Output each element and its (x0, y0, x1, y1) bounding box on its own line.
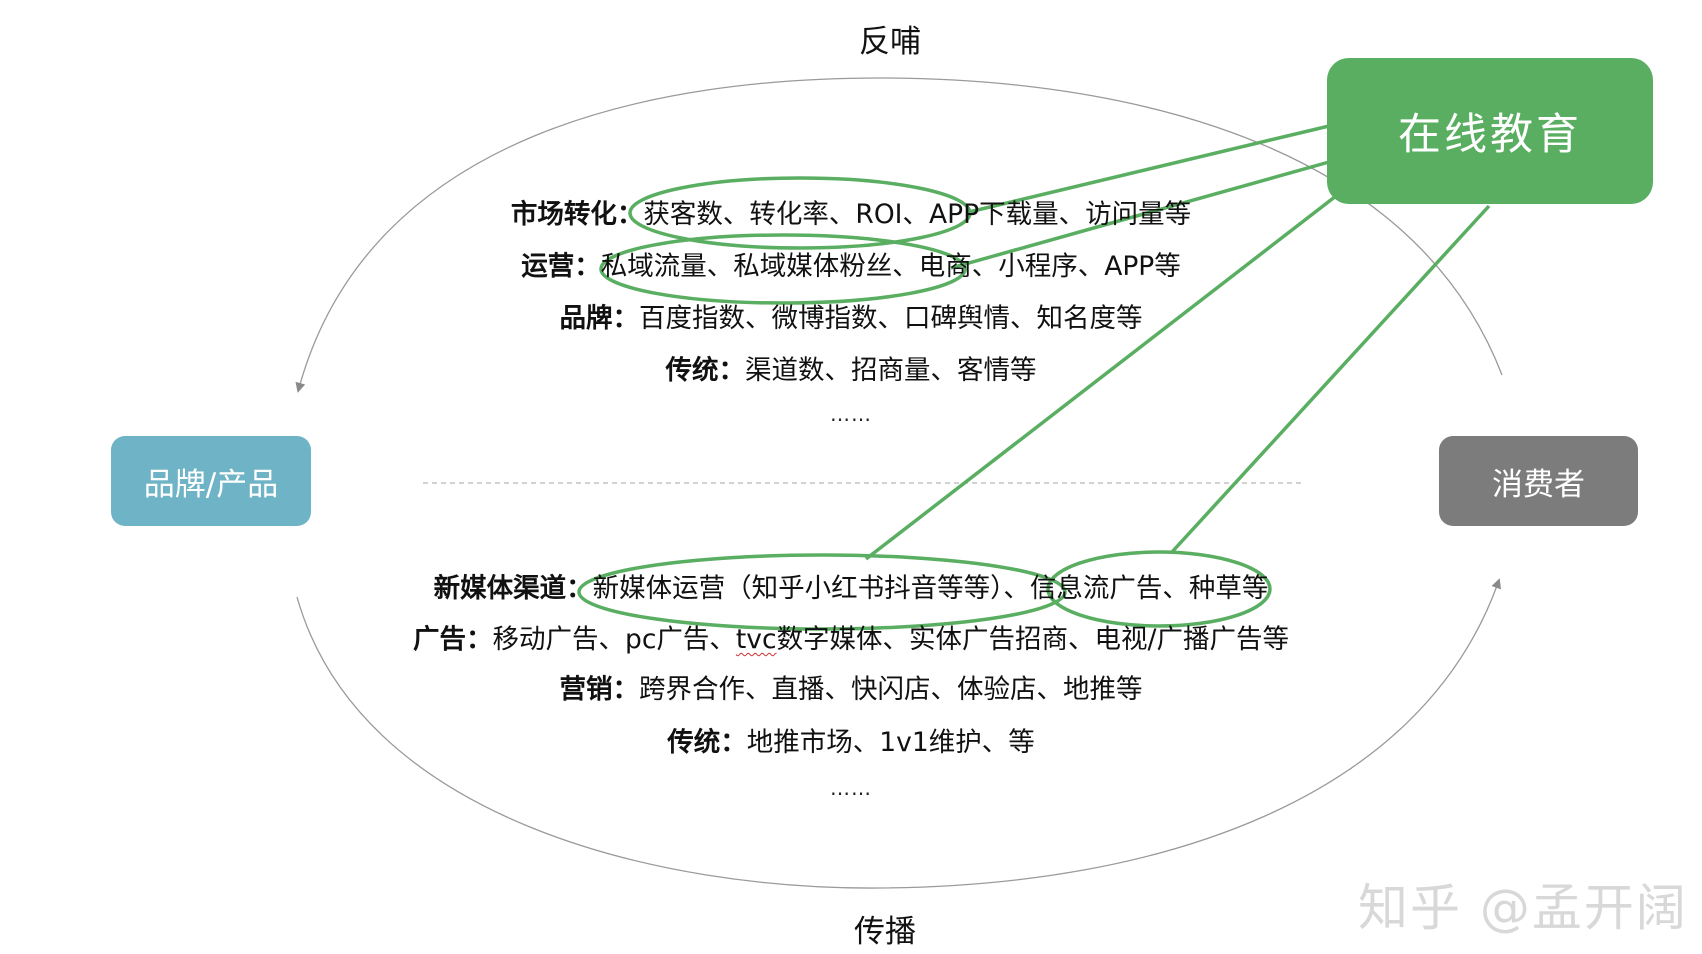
row-content: 百度指数、微博指数、口碑舆情、知名度等 (639, 303, 1143, 334)
spread-row-new-media: 新媒体渠道：新媒体运营（知乎小红书抖音等等）、信息流广告、种草等 (0, 572, 1702, 606)
row-title: 广告： (413, 624, 493, 655)
row-title: 市场转化： (510, 199, 644, 230)
row-title: 运营： (521, 251, 601, 282)
highlight-ellipse-private-domain (599, 233, 967, 305)
feedback-row-brand: 品牌：百度指数、微博指数、口碑舆情、知名度等 (0, 302, 1702, 336)
spread-row-marketing: 营销：跨界合作、直播、快闪店、体验店、地推等 (0, 673, 1702, 707)
row-content: 新媒体运营（知乎小红书抖音等等）、信息流广告、种草等 (592, 573, 1269, 604)
spread-arc (296, 578, 1502, 889)
highlight-ellipse-feed-ads (1046, 550, 1272, 628)
watermark: 知乎 @孟开阔 (1358, 879, 1688, 937)
feedback-arc (295, 77, 1503, 393)
consumer-label: 消费者 (1492, 466, 1585, 503)
feedback-ellipsis: …… (830, 402, 872, 426)
row-title: 传统： (665, 355, 746, 386)
row-content-post: 数字媒体、实体广告招商、电视/广播广告等 (776, 624, 1289, 655)
consumer-box: 消费者 (1439, 436, 1638, 526)
row-content: 渠道数、招商量、客情等 (745, 355, 1037, 386)
row-content: 地推市场、1v1维护、等 (746, 727, 1035, 758)
row-content: 获客数、转化率、ROI、APP下载量、访问量等 (643, 199, 1192, 230)
feedback-row-market-conversion: 市场转化：获客数、转化率、ROI、APP下载量、访问量等 (0, 198, 1702, 232)
brand-product-label: 品牌/产品 (143, 466, 279, 503)
feedback-row-traditional: 传统：渠道数、招商量、客情等 (0, 354, 1702, 388)
row-title: 品牌： (559, 303, 640, 334)
online-education-box: 在线教育 (1327, 58, 1653, 204)
highlight-ellipse-new-media (577, 553, 1067, 631)
brand-product-box: 品牌/产品 (111, 436, 311, 526)
connector-line-private-domain (950, 160, 1330, 270)
row-title: 新媒体渠道： (433, 573, 593, 604)
spread-label: 传播 (854, 914, 916, 950)
spread-ellipsis: …… (830, 776, 872, 800)
connector-line-feed-ads (1170, 204, 1491, 554)
row-content: 跨界合作、直播、快闪店、体验店、地推等 (639, 674, 1143, 705)
spread-row-traditional: 传统：地推市场、1v1维护、等 (0, 726, 1702, 760)
connector-line-roi (968, 124, 1330, 214)
connector-line-new-media (864, 194, 1338, 561)
spellcheck-mark: tvc (735, 624, 777, 655)
row-content-pre: 移动广告、pc广告、 (492, 624, 736, 655)
highlight-ellipse-acquisition (628, 176, 972, 250)
feedback-label: 反哺 (859, 24, 921, 60)
feedback-row-operations: 运营：私域流量、私域媒体粉丝、电商、小程序、APP等 (0, 250, 1702, 284)
row-title: 营销： (559, 674, 640, 705)
row-content: 私域流量、私域媒体粉丝、电商、小程序、APP等 (600, 251, 1181, 282)
row-title: 传统： (667, 727, 747, 758)
online-education-label: 在线教育 (1398, 110, 1582, 160)
spread-row-advertising: 广告：移动广告、pc广告、tvc数字媒体、实体广告招商、电视/广播广告等 (0, 623, 1702, 657)
